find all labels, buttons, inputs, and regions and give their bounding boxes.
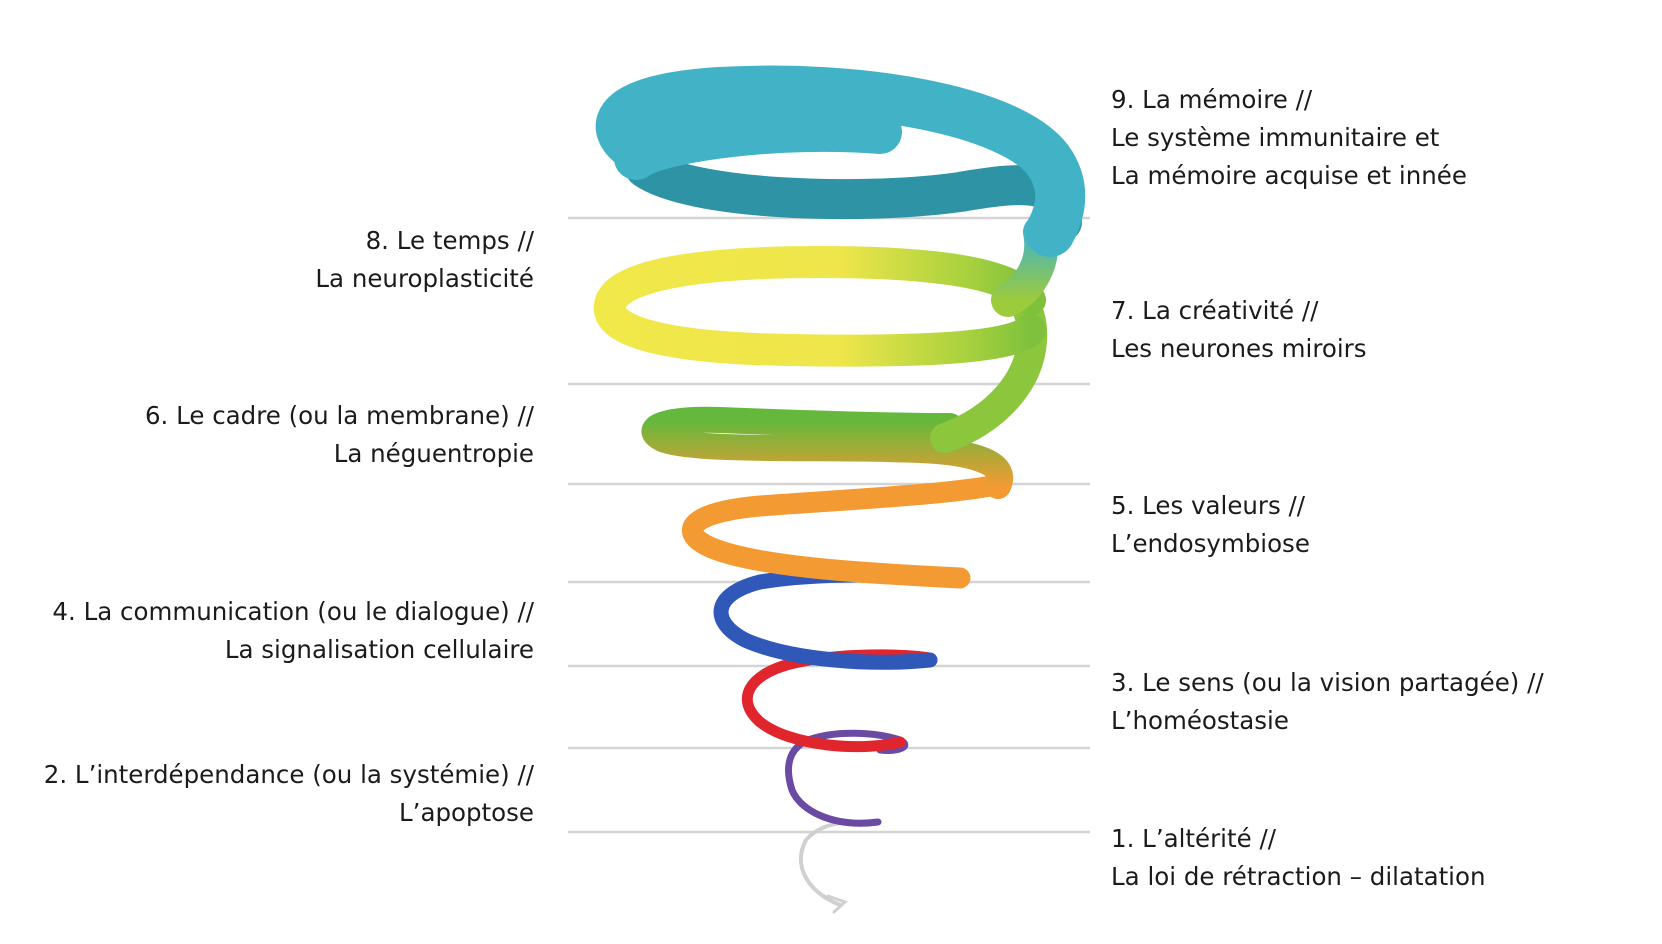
label-stage-2: 2. L’interdépendance (ou la systémie) //… bbox=[44, 756, 534, 832]
coil-stage-4 bbox=[713, 567, 963, 670]
label-stage-5: 5. Les valeurs // L’endosymbiose bbox=[1111, 487, 1310, 563]
label-stage-9: 9. La mémoire // Le système immunitaire … bbox=[1111, 81, 1467, 195]
label-stage-6-subtitle: La néguentropie bbox=[333, 439, 534, 468]
label-stage-7-subtitle: Les neurones miroirs bbox=[1111, 334, 1367, 363]
label-stage-7: 7. La créativité // Les neurones miroirs bbox=[1111, 292, 1367, 368]
label-stage-2-title: 2. L’interdépendance (ou la systémie) // bbox=[43, 760, 534, 789]
spiral-coils bbox=[593, 65, 1086, 914]
coil-stage-9-shade bbox=[625, 148, 1082, 242]
coil-stage-5 bbox=[682, 473, 1011, 589]
label-stage-9-subtitle: Le système immunitaire et bbox=[1111, 123, 1440, 152]
label-stage-2-subtitle: L’apoptose bbox=[399, 798, 534, 827]
label-stage-8-title: 8. Le temps // bbox=[365, 226, 534, 255]
coil-stage-9-front bbox=[614, 107, 902, 180]
label-stage-9-subtitle-2: La mémoire acquise et innée bbox=[1111, 161, 1467, 190]
label-stage-4-title: 4. La communication (ou le dialogue) // bbox=[52, 597, 534, 626]
label-stage-3: 3. Le sens (ou la vision partagée) // L’… bbox=[1111, 664, 1544, 740]
coil-stage-1 bbox=[799, 820, 854, 907]
label-stage-1-title: 1. L’altérité // bbox=[1111, 824, 1276, 853]
label-stage-8: 8. Le temps // La neuroplasticité bbox=[315, 222, 534, 298]
coil-stage-8 bbox=[593, 245, 1046, 367]
label-stage-3-title: 3. Le sens (ou la vision partagée) // bbox=[1111, 668, 1544, 697]
tail-arrow bbox=[826, 894, 848, 914]
label-stage-3-subtitle: L’homéostasie bbox=[1111, 706, 1289, 735]
label-stage-4: 4. La communication (ou le dialogue) // … bbox=[52, 593, 534, 669]
label-stage-1: 1. L’altérité // La loi de rétraction – … bbox=[1111, 820, 1486, 896]
label-stage-6-title: 6. Le cadre (ou la membrane) // bbox=[144, 401, 534, 430]
label-stage-7-title: 7. La créativité // bbox=[1111, 296, 1319, 325]
label-stage-5-subtitle: L’endosymbiose bbox=[1111, 529, 1310, 558]
coil-stage-9 bbox=[595, 65, 1086, 257]
label-stage-9-title: 9. La mémoire // bbox=[1111, 85, 1313, 114]
label-stage-5-title: 5. Les valeurs // bbox=[1111, 491, 1306, 520]
label-stage-4-subtitle: La signalisation cellulaire bbox=[224, 635, 534, 664]
label-stage-8-subtitle: La neuroplasticité bbox=[315, 264, 534, 293]
label-stage-6: 6. Le cadre (ou la membrane) // La négue… bbox=[145, 397, 534, 473]
label-stage-1-subtitle: La loi de rétraction – dilatation bbox=[1111, 862, 1486, 891]
